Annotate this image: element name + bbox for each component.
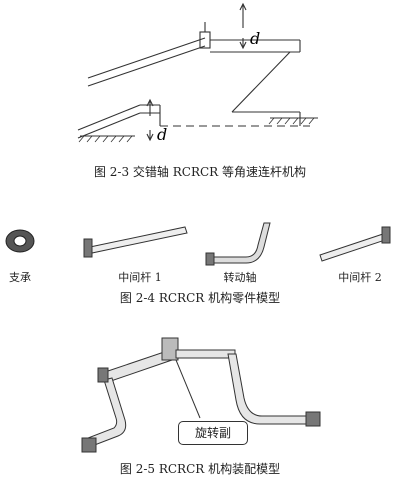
dim-label-top: d <box>250 29 260 48</box>
part-label-rod-2: 中间杆 2 <box>338 271 382 284</box>
figure-2-3-caption: 图 2-3 交错轴 RCRCR 等角速连杆机构 <box>93 165 307 179</box>
part-label-shaft: 转动轴 <box>223 271 257 284</box>
linkage-schematic: d d <box>77 2 318 144</box>
assembly-illustration <box>81 337 321 453</box>
dim-label-bottom: d <box>157 125 167 144</box>
parts-illustration <box>5 222 391 266</box>
part-label-support: 支承 <box>9 271 31 284</box>
revolute-joint-callout: 旋转副 <box>178 421 248 445</box>
figure-2-3: d d <box>0 0 400 190</box>
part-label-rod-1: 中间杆 1 <box>118 271 162 284</box>
rod-2 <box>319 226 391 262</box>
support-ring <box>5 229 35 253</box>
figure-2-5-caption: 图 2-5 RCRCR 机构装配模型 <box>119 462 281 476</box>
rod-1 <box>83 226 188 258</box>
rotating-shaft <box>205 222 271 266</box>
figure-2-4-caption: 图 2-4 RCRCR 机构零件模型 <box>119 291 281 305</box>
